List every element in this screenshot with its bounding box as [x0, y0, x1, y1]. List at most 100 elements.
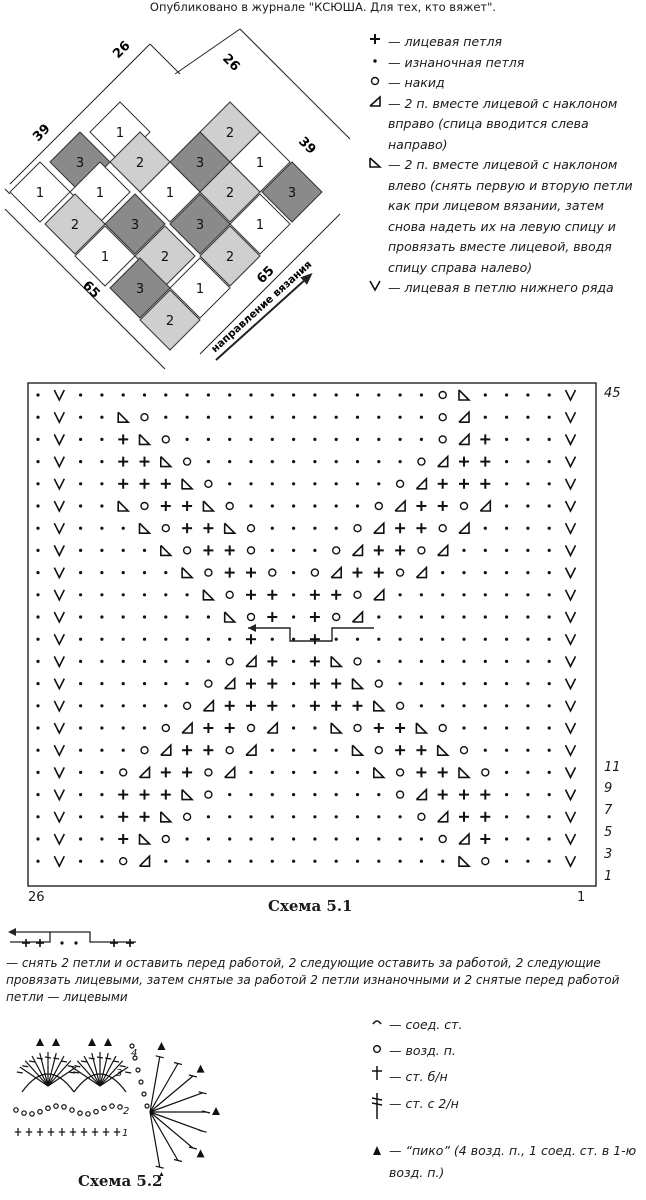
purl-mark	[547, 393, 551, 397]
knit-below-mark	[564, 545, 577, 558]
purl-mark	[313, 526, 317, 530]
yarnover-mark	[246, 546, 256, 555]
purl-mark	[292, 571, 296, 575]
dc-mark	[149, 1111, 203, 1132]
purl-mark	[270, 793, 274, 797]
purl-mark	[185, 615, 189, 619]
purl-mark	[526, 615, 530, 619]
legend2-row-chain: — возд. п.	[365, 1038, 640, 1064]
purl-mark	[270, 526, 274, 530]
yarnover-mark	[353, 657, 362, 666]
yarnover-mark	[204, 568, 213, 577]
k2tog-left-mark	[160, 811, 173, 823]
purl-mark	[142, 704, 147, 708]
purl-mark	[249, 504, 253, 508]
purl-mark	[228, 637, 232, 641]
legend-text: — лицевая в петлю нижнего ряда	[388, 280, 614, 295]
purl-mark	[292, 682, 296, 686]
purl-mark	[483, 748, 487, 752]
purl-mark	[292, 793, 296, 797]
legend-row-knit: — лицевая петля	[362, 32, 642, 53]
purl-mark	[36, 837, 40, 841]
purl-mark	[100, 460, 104, 464]
purl-mark	[505, 770, 509, 774]
purl-mark	[441, 859, 445, 863]
purl-mark	[547, 482, 551, 486]
purl-mark	[441, 637, 445, 641]
purl-mark	[36, 504, 40, 508]
purl-mark	[36, 815, 40, 819]
chain-mark	[77, 1110, 83, 1116]
purl-mark	[526, 859, 530, 863]
purl-mark	[483, 726, 487, 730]
purl-mark	[36, 704, 40, 708]
chain-mark	[141, 1091, 147, 1097]
knit-below-mark	[53, 389, 66, 402]
cable-marker	[248, 627, 374, 642]
purl-mark	[526, 726, 530, 730]
chart-title-5-2: Схема 5.2	[78, 1172, 163, 1190]
svg-text:1: 1	[122, 1128, 128, 1139]
purl-mark	[419, 415, 423, 419]
purl-mark	[505, 837, 509, 841]
purl-mark	[483, 393, 487, 397]
purl-mark	[185, 637, 189, 641]
purl-mark	[355, 437, 360, 441]
purl-mark	[505, 415, 509, 419]
purl-mark	[292, 593, 296, 597]
purl-mark	[398, 859, 402, 863]
k2tog-left-mark	[330, 655, 344, 668]
dc-mark	[119, 1065, 126, 1068]
yarnover-mark	[140, 501, 149, 511]
purl-mark	[121, 726, 125, 730]
purl-mark	[36, 748, 40, 752]
purl-mark	[313, 815, 317, 819]
picot-mark	[212, 1107, 220, 1115]
purl-mark	[142, 682, 147, 686]
purl-mark	[526, 682, 530, 686]
purl-mark	[249, 482, 253, 486]
purl-mark	[206, 415, 210, 419]
yarnover-mark	[395, 768, 405, 777]
purl-mark	[547, 415, 551, 419]
chain-mark	[93, 1108, 99, 1115]
purl-mark	[270, 748, 274, 752]
knit-below-mark	[53, 700, 66, 713]
k2tog-left-mark	[372, 766, 386, 779]
chart-cells	[36, 389, 577, 868]
knit-below-mark	[53, 678, 66, 691]
purl-mark	[100, 748, 104, 752]
purl-mark	[398, 415, 402, 419]
purl-mark	[79, 770, 83, 774]
purl-mark	[79, 859, 83, 863]
yarnover-mark	[395, 568, 405, 577]
purl-mark	[270, 837, 274, 841]
legend-text: — накид	[388, 75, 445, 90]
triangle-left-icon	[362, 155, 388, 278]
dimension-label: 65	[79, 278, 102, 301]
knit-below-mark	[53, 767, 66, 780]
purl-mark	[79, 504, 83, 508]
fan-arc	[21, 1073, 75, 1093]
purl-mark	[79, 615, 83, 619]
knit-below-mark	[53, 722, 66, 735]
k2tog-right-mark	[373, 521, 385, 534]
yarnover-mark	[204, 790, 213, 799]
dc-mark	[173, 1061, 183, 1066]
col-label-26: 26	[28, 890, 45, 905]
purl-mark	[526, 548, 530, 552]
purl-mark	[313, 504, 317, 508]
purl-mark	[462, 615, 466, 619]
purl-mark	[249, 437, 253, 441]
knit-below-mark	[564, 389, 577, 402]
k2tog-right-mark	[266, 721, 279, 734]
legend2-row-dc2: — ст. с 2/н	[365, 1091, 640, 1130]
yarnover-mark	[459, 501, 469, 511]
purl-mark	[462, 548, 466, 552]
purl-mark	[121, 593, 125, 597]
diagram-cell	[44, 193, 106, 255]
k2tog-left-mark	[181, 789, 195, 801]
legend2-text: — возд. п.	[389, 1043, 456, 1058]
diagram-cell-label: 1	[36, 186, 44, 201]
